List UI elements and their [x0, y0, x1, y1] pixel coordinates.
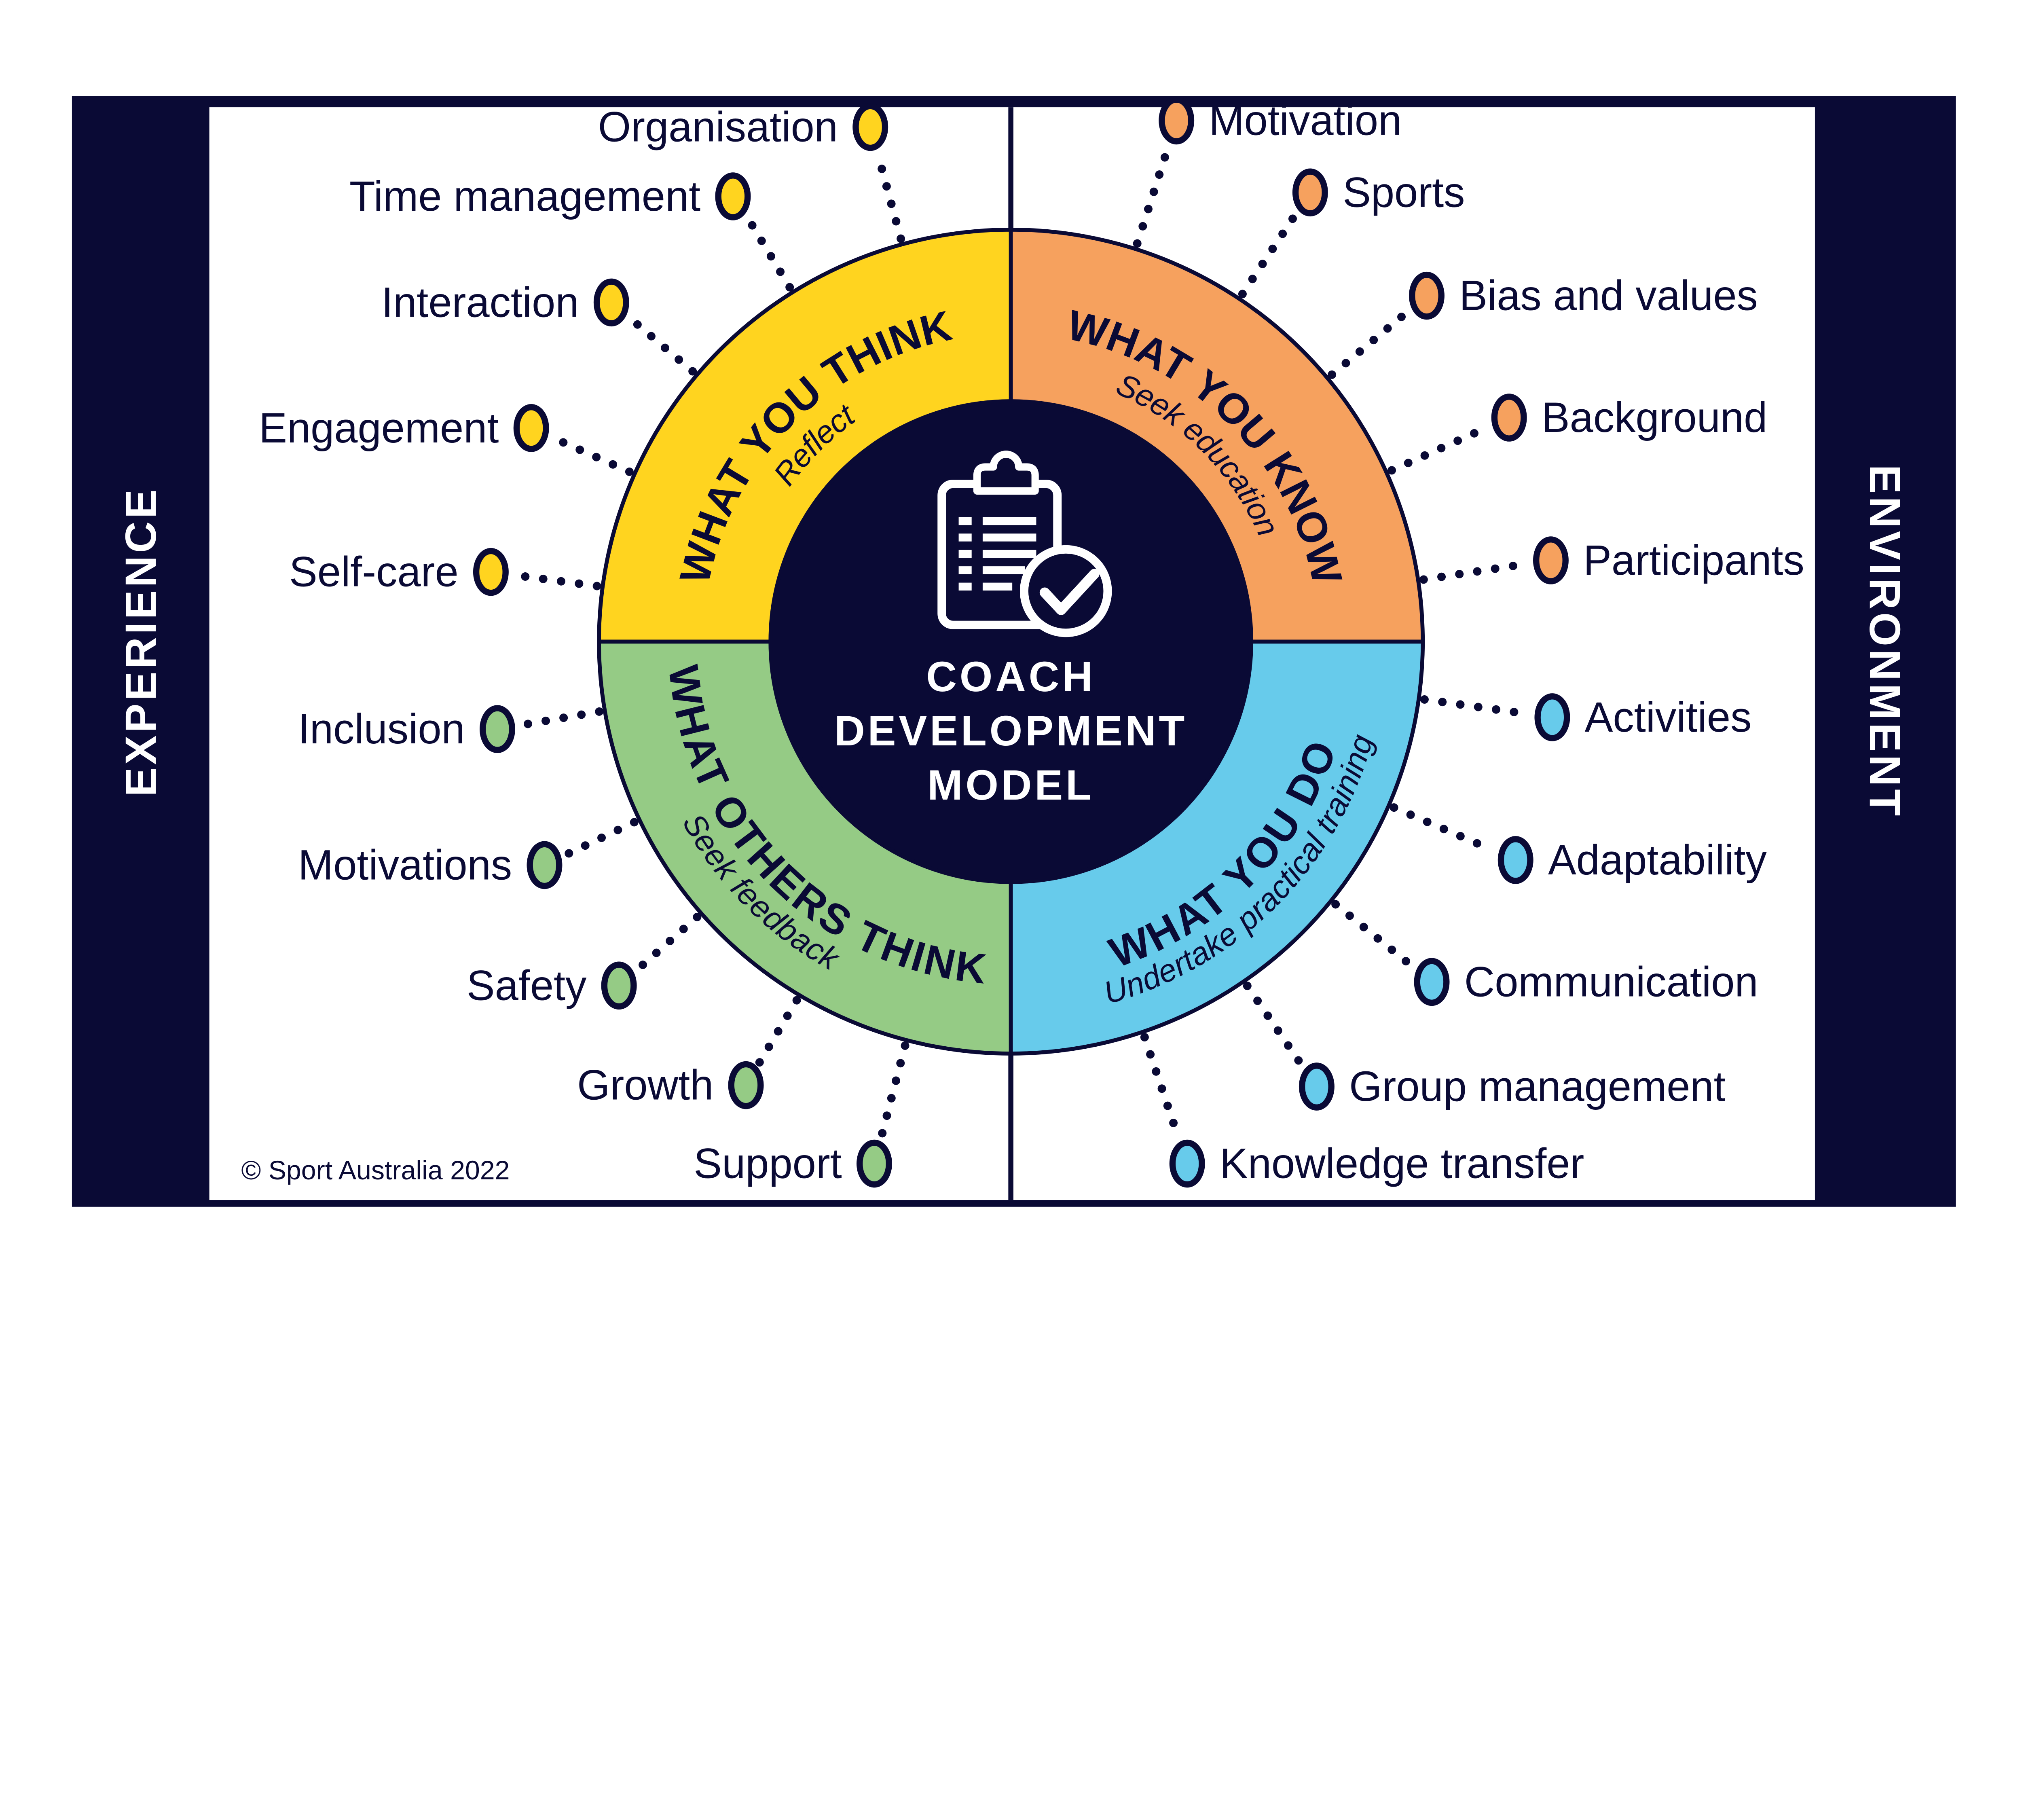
- clipboard-clip: [973, 451, 1039, 495]
- connector-dotted-line: [1420, 695, 1531, 718]
- connector-dotted-line: [1243, 982, 1307, 1071]
- item-label: Participants: [1583, 537, 1804, 584]
- item-dot: [857, 1139, 892, 1188]
- item-label: Group management: [1349, 1063, 1726, 1110]
- item-label: Sports: [1343, 169, 1465, 216]
- list-item: Communication: [1331, 900, 1758, 1006]
- clipboard-list-lines: [958, 517, 1036, 591]
- item-label: Background: [1542, 394, 1767, 441]
- item-label: Organisation: [598, 103, 838, 150]
- item-label: Motivations: [298, 841, 512, 889]
- item-dot: [728, 1061, 764, 1109]
- model-ring: WHAT YOU THINK Reflect WHAT YOU KNOW See…: [597, 227, 1425, 1056]
- center-title-line: DEVELOPMENT: [834, 707, 1187, 755]
- connector-dotted-line: [518, 707, 604, 729]
- list-item: Bias and values: [1328, 271, 1758, 379]
- item-dot: [1533, 536, 1569, 584]
- item-label: Engagement: [259, 404, 499, 452]
- connector-dotted-line: [1140, 1033, 1183, 1144]
- list-item: Sports: [1238, 168, 1465, 298]
- item-label: Communication: [1464, 958, 1758, 1005]
- list-item: Knowledge transfer: [1140, 1033, 1584, 1188]
- item-label: Knowledge transfer: [1220, 1140, 1584, 1187]
- list-item: Interaction: [381, 278, 697, 376]
- item-label: Growth: [577, 1062, 713, 1109]
- list-item: Engagement: [259, 404, 634, 476]
- center-circle: [768, 399, 1253, 884]
- connector-dotted-line: [873, 147, 905, 243]
- item-dot: [1497, 836, 1533, 884]
- connector-dotted-line: [1387, 423, 1490, 475]
- list-item: Organisation: [598, 103, 905, 243]
- item-label: Time management: [349, 173, 700, 220]
- list-item: Background: [1387, 394, 1767, 475]
- connector-dotted-line: [1331, 900, 1417, 971]
- experience-band-label: EXPERIENCE: [116, 487, 165, 797]
- center-title: COACH DEVELOPMENT MODEL: [834, 653, 1187, 809]
- connector-dotted-line: [634, 912, 702, 973]
- center-title-line: COACH: [926, 653, 1096, 700]
- item-label: Self-care: [289, 548, 459, 596]
- connector-dotted-line: [1390, 803, 1497, 854]
- item-label: Bias and values: [1459, 272, 1758, 320]
- environment-band-label: ENVIRONMENT: [1861, 465, 1910, 819]
- connector-dotted-line: [563, 818, 639, 859]
- connector-dotted-line: [1419, 560, 1530, 584]
- item-label: Interaction: [381, 279, 579, 326]
- item-dot: [1169, 1139, 1205, 1188]
- list-item: Activities: [1420, 693, 1752, 741]
- center-title-line: MODEL: [927, 762, 1094, 809]
- item-dot: [1534, 693, 1570, 741]
- copyright-text: © Sport Australia 2022: [241, 1155, 510, 1185]
- item-dot: [1409, 271, 1445, 320]
- item-labels: Organisation Time management Interaction…: [259, 96, 1804, 1188]
- item-dot: [852, 103, 888, 151]
- list-item: Growth: [577, 996, 801, 1109]
- coach-development-model-diagram: EXPERIENCE ENVIRONMENT Organisation Time…: [72, 96, 1956, 1207]
- item-dot: [479, 705, 515, 753]
- item-label: Adaptability: [1548, 836, 1767, 884]
- item-dot: [593, 278, 629, 327]
- connector-dotted-line: [1133, 140, 1173, 248]
- list-item: Time management: [349, 172, 794, 292]
- check-mark: [1039, 569, 1100, 615]
- list-item: Motivations: [298, 818, 639, 889]
- item-label: Safety: [467, 962, 587, 1009]
- item-dot: [715, 172, 751, 220]
- item-dot: [1159, 96, 1195, 145]
- list-item: Support: [694, 1041, 909, 1188]
- list-item: Safety: [467, 912, 702, 1010]
- item-dot: [1292, 168, 1328, 217]
- list-item: Adaptability: [1390, 803, 1767, 884]
- item-dot: [473, 548, 509, 596]
- item-dot: [1414, 958, 1450, 1006]
- connector-dotted-line: [742, 212, 794, 292]
- connector-dotted-line: [876, 1041, 909, 1143]
- list-item: Participants: [1419, 536, 1804, 584]
- item-label: Activities: [1585, 694, 1752, 741]
- check-circle: [1019, 545, 1112, 637]
- list-item: Motivation: [1133, 96, 1402, 248]
- list-item: Group management: [1243, 982, 1726, 1111]
- item-label: Inclusion: [298, 705, 465, 753]
- connector-dotted-line: [1238, 209, 1301, 298]
- item-dot: [1491, 394, 1527, 442]
- item-dot: [601, 961, 637, 1010]
- connector-dotted-line: [550, 434, 634, 476]
- item-label: Support: [694, 1140, 842, 1187]
- item-dot: [513, 404, 549, 452]
- connector-dotted-line: [1328, 308, 1412, 379]
- item-dot: [527, 841, 563, 889]
- clipboard-check-icon: [937, 451, 1112, 637]
- list-item: Inclusion: [298, 705, 604, 753]
- list-item: Self-care: [289, 548, 601, 596]
- item-label: Motivation: [1209, 97, 1402, 144]
- item-dot: [1299, 1062, 1335, 1111]
- connector-dotted-line: [755, 996, 801, 1068]
